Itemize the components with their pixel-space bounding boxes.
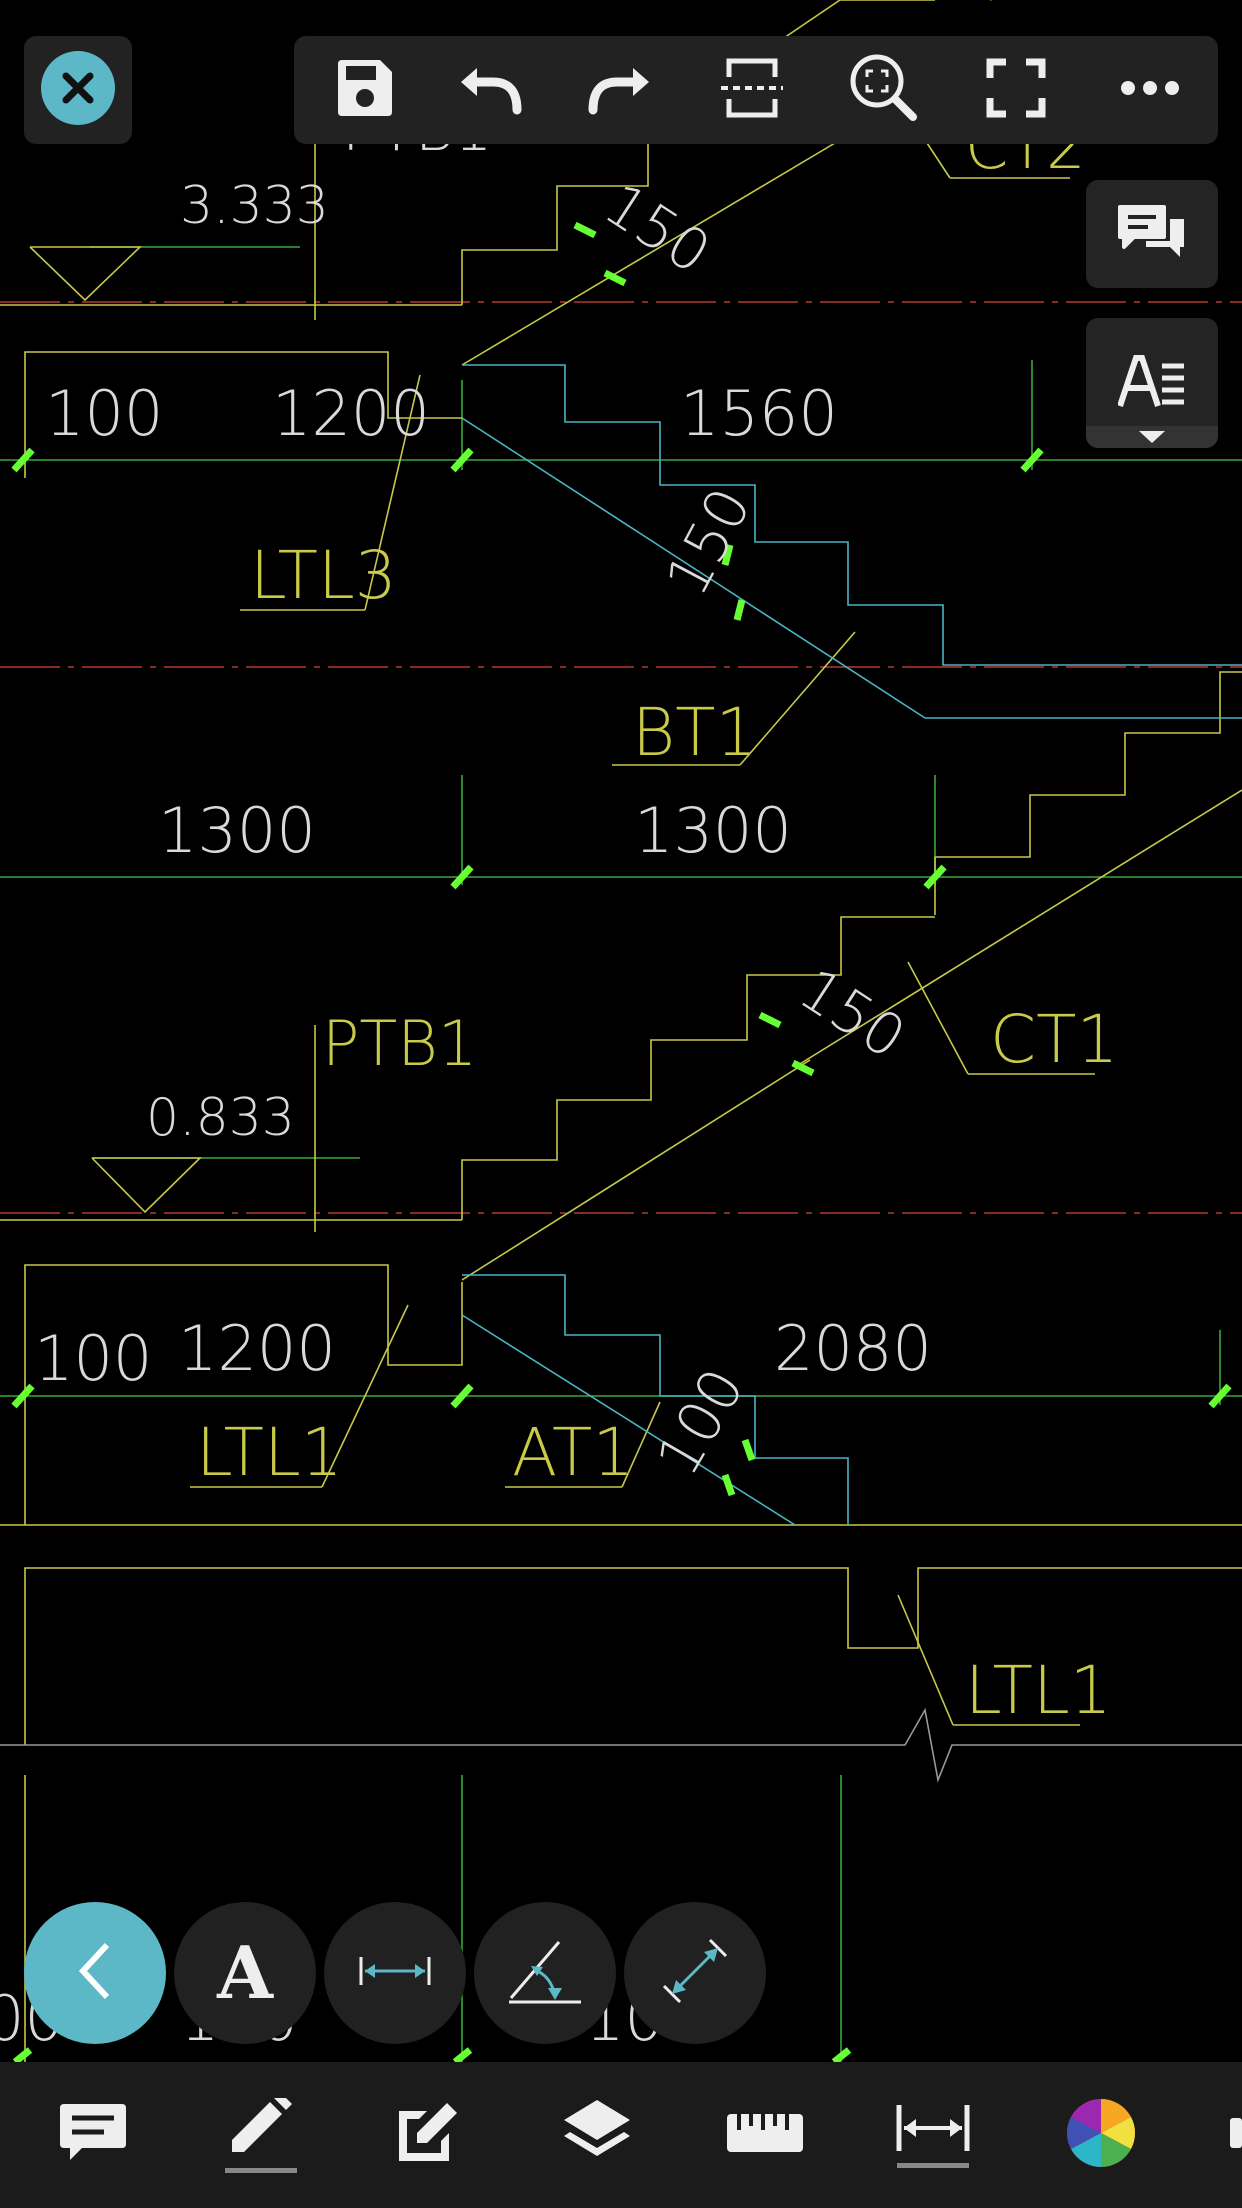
slab-150-c-text: 150 [787,955,917,1072]
section-button[interactable] [698,36,806,144]
layers-icon [562,2098,632,2172]
text-tool-button[interactable]: A [174,1902,316,2044]
dim-2080-text: 2080 [774,1312,932,1385]
pencil-button[interactable] [196,2062,326,2208]
dim-100-bottom-text: 100 [34,1322,152,1395]
annotation-icon [58,2102,128,2168]
zoom-window-icon [849,53,919,127]
angle-button[interactable] [474,1902,616,2044]
aligned-dimension-button[interactable] [624,1902,766,2044]
edit-button[interactable] [362,2062,492,2208]
color-wheel-icon [1065,2097,1137,2173]
partial-icon [1220,2108,1242,2162]
dim-1300-right-text: 1300 [634,794,792,867]
bt1-text: BT1 [632,694,758,771]
text-list-dropdown-bar [1086,426,1218,448]
ltl1-b-text: LTL1 [965,1652,1112,1729]
aligned-dimension-icon [660,1936,730,2010]
elevation-mid-text: 0.833 [146,1088,295,1148]
text-list-icon [1117,354,1186,412]
back-button[interactable] [24,1902,166,2044]
color-button[interactable] [1036,2062,1166,2208]
angle-icon [505,1936,585,2010]
undo-icon [457,58,523,122]
dim-1200-bottom-text: 1200 [178,1312,336,1385]
back-icon [75,1941,115,2005]
elevation-top-text: 3.333 [180,176,329,236]
redo-icon [587,58,653,122]
chevron-down-icon [1139,428,1165,447]
pencil-underline [225,2167,297,2173]
overflow-partial-button[interactable] [1220,2062,1242,2208]
slab-150-b-text: 150 [652,477,764,607]
bottom-toolbar [0,2062,1242,2208]
save-button[interactable] [310,36,418,144]
top-toolbar [294,36,1218,144]
more-icon [1120,80,1180,100]
measure-underline [897,2162,969,2168]
at1-text: AT1 [512,1414,634,1491]
measure-icon [896,2103,970,2168]
comments-icon [1116,203,1188,265]
pencil-icon [225,2097,297,2173]
more-button[interactable] [1096,36,1204,144]
linear-dimension-button[interactable] [324,1902,466,2044]
text-icon: A [217,1930,273,2015]
dim-100-top-text: 100 [45,377,163,450]
close-button[interactable] [24,36,132,144]
dim-1200-top-text: 1200 [272,377,430,450]
text-list-button[interactable] [1086,318,1218,448]
layers-button[interactable] [532,2062,662,2208]
dim-1560-text: 1560 [680,377,838,450]
close-icon [40,50,116,130]
zoom-window-button[interactable] [830,36,938,144]
ltl3-text: LTL3 [250,537,397,614]
ltl1-a-text: LTL1 [196,1414,343,1491]
linear-dimension-icon [357,1951,433,1995]
redo-button[interactable] [566,36,674,144]
save-icon [334,58,394,122]
annotation-button[interactable] [28,2062,158,2208]
slab-150-a-text: 150 [592,170,722,287]
section-icon [719,55,785,125]
ct1-text: CT1 [990,1001,1118,1078]
ruler-icon [725,2110,805,2160]
fullscreen-icon [986,58,1046,122]
fullscreen-button[interactable] [962,36,1070,144]
ptb-mid-text: PTB1 [322,1007,477,1080]
measure-button[interactable] [868,2062,998,2208]
edit-icon [393,2099,461,2171]
undo-button[interactable] [436,36,544,144]
ruler-button[interactable] [700,2062,830,2208]
comments-button[interactable] [1086,180,1218,288]
dim-1300-left-text: 1300 [158,794,316,867]
